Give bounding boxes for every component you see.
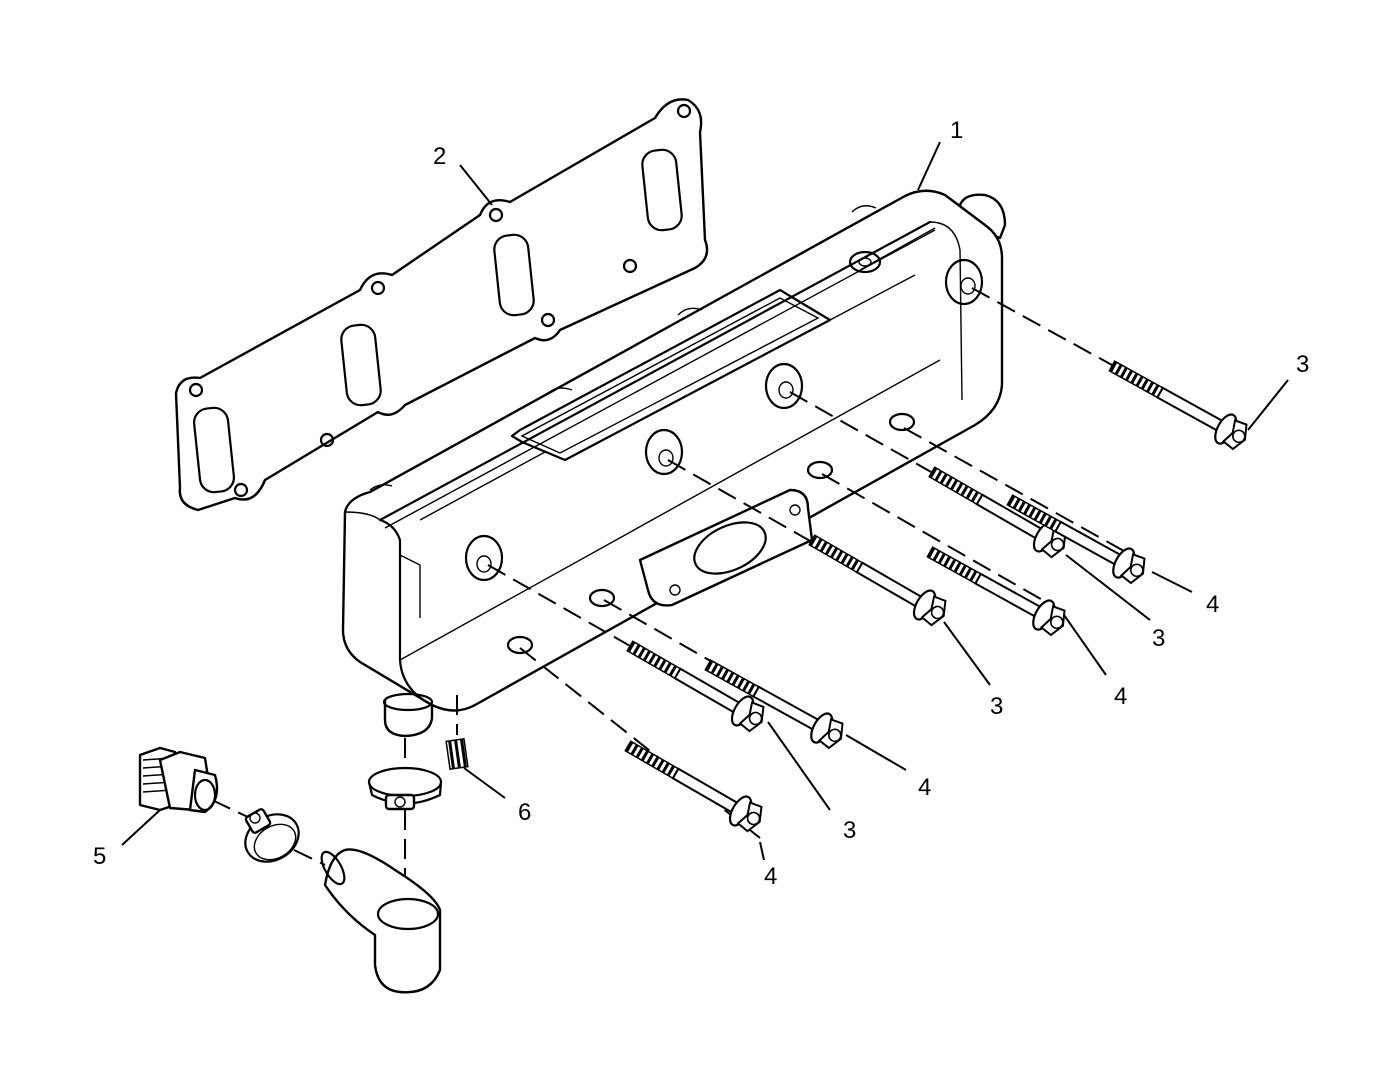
bolt-boss bbox=[764, 362, 804, 410]
gasket bbox=[174, 98, 709, 512]
bolt-4-right bbox=[1001, 484, 1152, 589]
callout-5: 5 bbox=[93, 843, 106, 870]
callout-4: 4 bbox=[918, 774, 931, 801]
callout-4: 4 bbox=[764, 863, 777, 890]
bolt-boss bbox=[464, 534, 504, 582]
hose-elbow bbox=[320, 848, 442, 994]
callout-1: 1 bbox=[950, 117, 963, 144]
bolt-3-mid bbox=[922, 457, 1073, 563]
alignment-lines bbox=[211, 287, 1231, 900]
hose-fitting bbox=[138, 746, 219, 814]
exhaust-manifold bbox=[341, 189, 1007, 738]
bolt-4-bottom bbox=[618, 731, 769, 837]
plug bbox=[445, 738, 469, 770]
callout-labels: 1 2 3 4 3 4 3 4 3 4 4 5 6 bbox=[93, 117, 1309, 890]
hose-clamp-left bbox=[244, 808, 300, 863]
callout-3: 3 bbox=[990, 693, 1003, 720]
callout-3: 3 bbox=[843, 817, 856, 844]
bolt-boss bbox=[644, 428, 684, 476]
leader-lines bbox=[121, 141, 1289, 861]
callout-6: 6 bbox=[518, 799, 531, 826]
bolt-3-upper-right bbox=[1103, 350, 1254, 455]
callout-4: 4 bbox=[1114, 683, 1127, 710]
bolt-3-center bbox=[802, 525, 953, 631]
callout-4: 4 bbox=[1206, 591, 1219, 618]
hose-clamp-top bbox=[367, 766, 443, 811]
callout-3: 3 bbox=[1152, 625, 1165, 652]
bolt-boss bbox=[944, 258, 984, 306]
callout-2: 2 bbox=[433, 143, 446, 170]
callout-3: 3 bbox=[1296, 351, 1309, 378]
